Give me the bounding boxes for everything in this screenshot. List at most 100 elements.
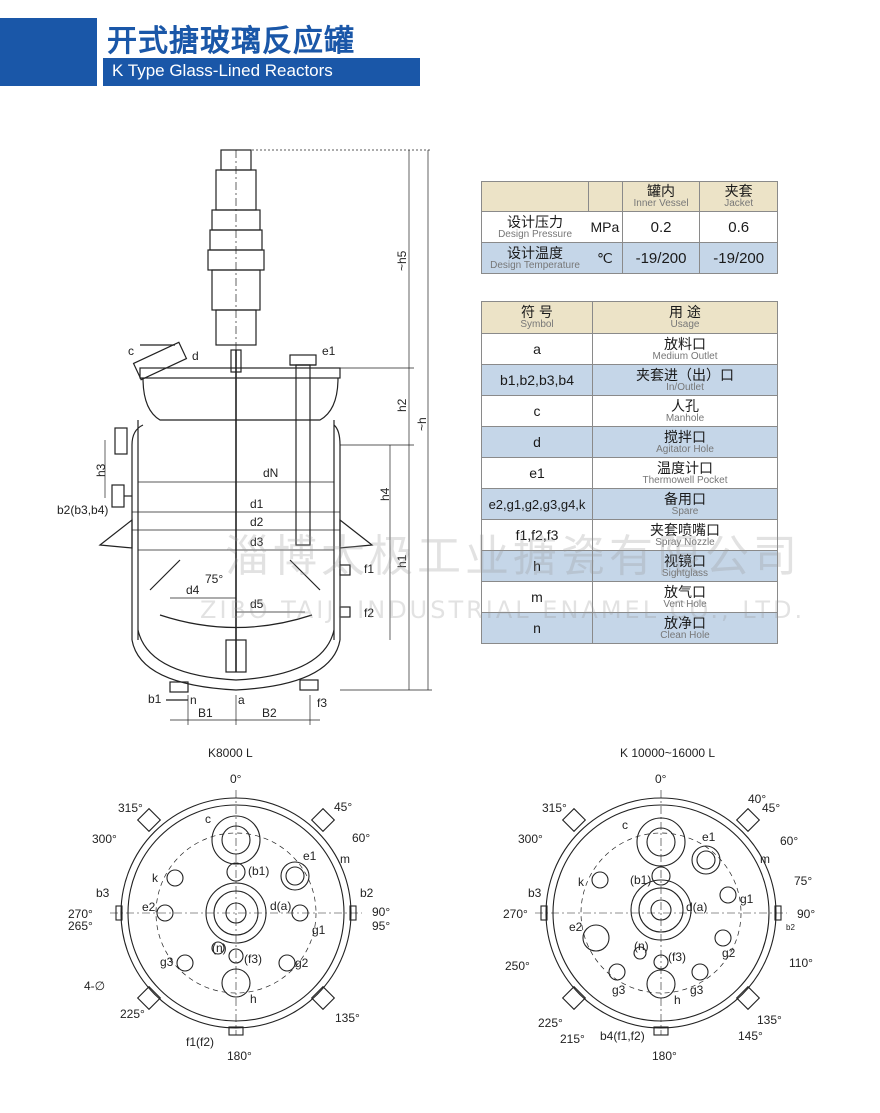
- svg-text:45°: 45°: [334, 800, 352, 814]
- plan-right-labels: K 10000~16000 L 0° 315° 40° 45° 300° 60°…: [503, 746, 815, 1063]
- label-angle: 75°: [205, 572, 223, 586]
- dimension-lines: [104, 149, 432, 725]
- label-d: d: [192, 349, 199, 363]
- svg-text:(n): (n): [212, 941, 227, 955]
- svg-text:225°: 225°: [120, 1007, 145, 1021]
- svg-text:225°: 225°: [538, 1016, 563, 1030]
- svg-text:g1: g1: [312, 923, 326, 937]
- svg-text:g3: g3: [612, 983, 626, 997]
- svg-text:m: m: [340, 852, 350, 866]
- label-h5: ~h5: [395, 250, 409, 271]
- label-h3: h3: [94, 463, 108, 477]
- svg-text:135°: 135°: [335, 1011, 360, 1025]
- svg-text:b3: b3: [528, 886, 542, 900]
- label-B1: B1: [198, 706, 213, 720]
- label-h1: h1: [395, 554, 409, 568]
- svg-text:270°: 270°: [503, 907, 528, 921]
- svg-text:f1(f2): f1(f2): [186, 1035, 214, 1049]
- svg-text:(n): (n): [634, 939, 649, 953]
- page-subtitle: K Type Glass-Lined Reactors: [112, 61, 333, 80]
- header-accent-bar: [0, 18, 97, 86]
- label-d3: d3: [250, 535, 264, 549]
- svg-text:75°: 75°: [794, 874, 812, 888]
- label-dN: dN: [263, 466, 278, 480]
- label-a: a: [238, 693, 245, 707]
- watermark-cn: 淄博太极工业搪瓷有限公司: [225, 531, 801, 582]
- plan-left-labels: K8000 L 0° 315° 45° 300° 60° 270° 265° 9…: [68, 746, 390, 1063]
- label-b2: b2(b3,b4): [57, 503, 108, 517]
- svg-text:b4(f1,f2): b4(f1,f2): [600, 1029, 645, 1043]
- svg-text:g3: g3: [160, 955, 174, 969]
- plan-left-title: K8000 L: [208, 746, 253, 760]
- svg-text:0°: 0°: [655, 772, 667, 786]
- svg-text:e2: e2: [142, 900, 156, 914]
- svg-text:4-∅: 4-∅: [84, 979, 105, 993]
- svg-text:250°: 250°: [505, 959, 530, 973]
- svg-text:m: m: [760, 852, 770, 866]
- svg-text:215°: 215°: [560, 1032, 585, 1046]
- svg-text:95°: 95°: [372, 919, 390, 933]
- label-d2: d2: [250, 515, 264, 529]
- svg-text:c: c: [622, 818, 628, 832]
- svg-text:d(a): d(a): [686, 900, 707, 914]
- label-b1: b1: [148, 692, 162, 706]
- plan-view-k10000-16000: [535, 790, 787, 1036]
- svg-text:40°: 40°: [748, 792, 766, 806]
- label-c: c: [128, 344, 134, 358]
- svg-text:k: k: [578, 875, 585, 889]
- svg-text:315°: 315°: [118, 801, 143, 815]
- label-f2: f2: [364, 606, 374, 620]
- label-h4: h4: [378, 487, 392, 501]
- label-h: ~h: [415, 417, 429, 431]
- label-d4: d4: [186, 583, 200, 597]
- svg-text:145°: 145°: [738, 1029, 763, 1043]
- label-n: n: [190, 693, 197, 707]
- label-B2: B2: [262, 706, 277, 720]
- svg-text:(b1): (b1): [248, 864, 269, 878]
- header-subtitle-bar: [103, 58, 420, 86]
- svg-text:60°: 60°: [352, 831, 370, 845]
- svg-text:g2: g2: [722, 946, 736, 960]
- svg-text:45°: 45°: [762, 801, 780, 815]
- svg-text:k: k: [152, 871, 159, 885]
- svg-text:g2: g2: [295, 956, 309, 970]
- svg-text:90°: 90°: [372, 905, 390, 919]
- label-f1: f1: [364, 562, 374, 576]
- svg-text:b2: b2: [786, 923, 795, 932]
- svg-text:b2: b2: [360, 886, 374, 900]
- watermark-en: ZIBO TAIJI INDUSTRIAL ENAMEL CO., LTD.: [200, 596, 806, 624]
- svg-text:300°: 300°: [518, 832, 543, 846]
- svg-text:90°: 90°: [797, 907, 815, 921]
- svg-text:110°: 110°: [789, 956, 813, 970]
- svg-text:(b1): (b1): [630, 873, 651, 887]
- svg-text:135°: 135°: [757, 1013, 782, 1027]
- plan-right-title: K 10000~16000 L: [620, 746, 715, 760]
- svg-text:(f3): (f3): [668, 950, 686, 964]
- svg-text:e1: e1: [702, 830, 716, 844]
- page-title: 开式搪玻璃反应罐: [107, 24, 355, 59]
- svg-text:315°: 315°: [542, 801, 567, 815]
- svg-text:e2: e2: [569, 920, 583, 934]
- svg-text:h: h: [250, 992, 257, 1006]
- svg-text:180°: 180°: [652, 1049, 677, 1063]
- svg-text:e1: e1: [303, 849, 317, 863]
- label-e1: e1: [322, 344, 336, 358]
- svg-text:300°: 300°: [92, 832, 117, 846]
- svg-text:c: c: [205, 812, 211, 826]
- label-d5: d5: [250, 597, 264, 611]
